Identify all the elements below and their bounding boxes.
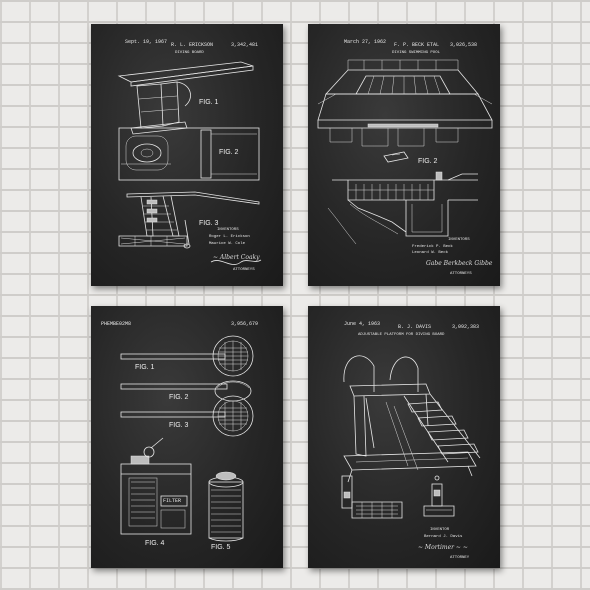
poster-adjustable-platform: June 4, 1963 B. J. DAVIS 3,092,383 ADJUS… (308, 306, 500, 568)
inventors-label: INVENTOR (430, 528, 450, 532)
patent-number: 3,092,383 (452, 324, 480, 330)
inventors-label: INVENTORS (448, 238, 470, 242)
attorney-label: ATTORNEY (450, 556, 470, 560)
patent-title: DIVING BOARD (175, 51, 204, 55)
patent-title: DIVING SWIMMING POOL (392, 51, 441, 55)
signature: ~ Albert Coaky (213, 254, 260, 261)
patent-title: ADJUSTABLE PLATFORM FOR DIVING BOARD (358, 333, 445, 337)
inventor-name-1: Frederick P. Beck (412, 245, 453, 249)
attorneys-label: ATTORNEYS (233, 268, 255, 272)
signature: ~ Mortimer ~ ~ (418, 544, 468, 551)
poster-swimming-pool: March 27, 1962 F. P. BECK ETAL 3,026,538… (308, 24, 500, 286)
swimming-pool-drawing (317, 59, 493, 245)
patent-inventor-header: F. P. BECK ETAL (394, 42, 440, 48)
filter-label: FILTER (163, 498, 182, 504)
patent-number: 3,342,481 (231, 42, 259, 48)
inventor-name-1: Bernard J. Davis (424, 535, 463, 539)
figure-label-1: FIG. 1 (135, 364, 155, 371)
patent-date: Sept. 19, 1967 (125, 39, 168, 45)
pool-skimmer-drawing (120, 335, 254, 542)
patent-date: March 27, 1962 (344, 39, 387, 45)
figure-label-1: FIG. 1 (199, 99, 219, 106)
figure-label-5: FIG. 5 (211, 544, 231, 551)
poster-diving-board: Sept. 19, 1967 R. L. ERICKSON 3,342,481 … (91, 24, 283, 286)
patent-inventor-header: R. L. ERICKSON (171, 42, 214, 48)
signature: Gabe Berkbeck Gibbe (426, 260, 493, 267)
figure-label-2: FIG. 2 (418, 158, 438, 165)
figure-label-4: FIG. 4 (145, 540, 165, 547)
inventor-name-2: Leonard W. Beck (412, 251, 449, 255)
inventor-name-2: Maurice W. Cole (209, 242, 246, 246)
figure-label-2: FIG. 2 (219, 149, 239, 156)
patent-inventor-header: B. J. DAVIS (398, 324, 432, 330)
figure-label-3: FIG. 3 (169, 422, 189, 429)
adjustable-platform-drawing (341, 355, 481, 519)
patent-date: June 4, 1963 (344, 321, 381, 327)
patent-header-code: PHEMBE02M8 (101, 321, 132, 327)
inventor-name-1: Roger L. Erickson (209, 235, 250, 239)
poster-pool-skimmer: PHEMBE02M8 3,956,679 FIG. 1 FIG. 2 FIG. … (91, 306, 283, 568)
patent-number: 3,956,679 (231, 321, 259, 327)
attorneys-label: ATTORNEYS (450, 272, 472, 276)
figure-label-3: FIG. 3 (199, 220, 219, 227)
figure-label-2: FIG. 2 (169, 394, 189, 401)
patent-number: 3,026,538 (450, 42, 478, 48)
diving-board-drawing (117, 61, 262, 265)
inventors-label: INVENTORS (217, 228, 239, 232)
